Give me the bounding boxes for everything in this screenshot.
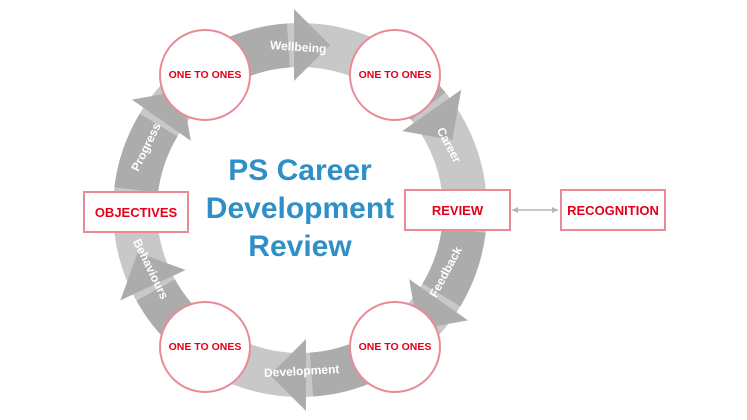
arrow-body-progress bbox=[114, 113, 178, 194]
connector-arrowhead-right bbox=[552, 207, 558, 213]
arrowhead-wellbeing bbox=[294, 9, 330, 81]
diagram-title: PS Career Development Review bbox=[190, 152, 410, 266]
node-one-to-ones-top-right: ONE TO ONES bbox=[349, 29, 441, 121]
title-line-3: Review bbox=[248, 230, 352, 263]
node-review: REVIEW bbox=[404, 189, 511, 231]
title-line-1: PS Career bbox=[228, 154, 372, 187]
node-one-to-ones-top-left: ONE TO ONES bbox=[159, 29, 251, 121]
arrowhead-development bbox=[270, 339, 306, 411]
title-line-2: Development bbox=[205, 192, 395, 225]
node-one-to-ones-bottom-right: ONE TO ONES bbox=[349, 301, 441, 393]
arrowhead-behaviours bbox=[120, 252, 186, 301]
node-objectives: OBJECTIVES bbox=[83, 191, 189, 233]
node-one-to-ones-bottom-left: ONE TO ONES bbox=[159, 301, 251, 393]
arrowhead-career bbox=[402, 89, 462, 140]
connector-arrowhead-left bbox=[512, 207, 518, 213]
arrow-body-feedback bbox=[422, 226, 486, 307]
node-recognition: RECOGNITION bbox=[560, 189, 666, 231]
